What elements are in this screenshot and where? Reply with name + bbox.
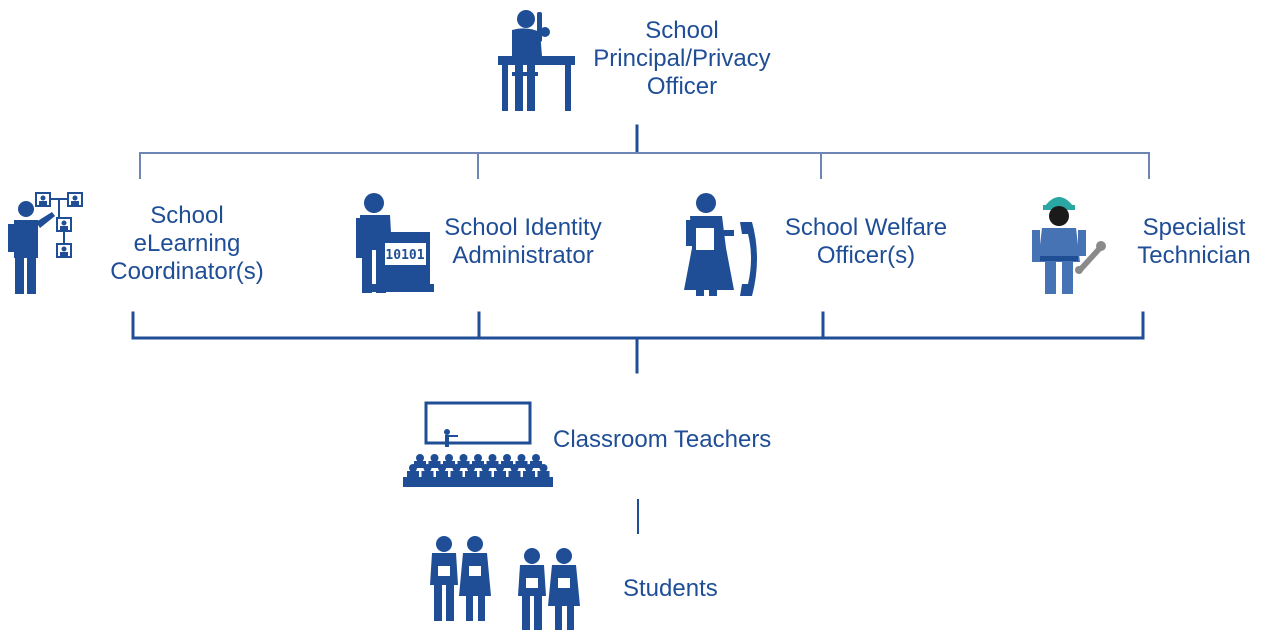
audience-body [436, 471, 448, 478]
audience-heads [407, 454, 550, 478]
principal-label-line-1: School [645, 17, 719, 44]
elearning-coordinator-label: School eLearning Coordinator(s) [92, 202, 282, 286]
audience-body [501, 461, 513, 468]
classroom-teachers-label: Classroom Teachers [553, 426, 772, 453]
audience-body [479, 471, 492, 478]
person-at-desk-icon [498, 10, 575, 111]
audience-body [508, 471, 521, 478]
audience-body [421, 471, 434, 478]
audience-body [414, 461, 426, 468]
audience-head [416, 454, 424, 462]
audience-body [486, 461, 499, 468]
technician-with-wrench-icon [1032, 197, 1106, 294]
audience-body [465, 471, 477, 478]
specialist-technician-line-1: Specialist [1142, 214, 1246, 241]
audience-body [523, 471, 535, 478]
audience-head [481, 464, 490, 472]
elearning-coordinator-line-1: School [150, 202, 224, 229]
audience-body [537, 471, 550, 478]
audience-body [472, 461, 484, 468]
person-at-binary-computer-icon: 10101 [356, 193, 434, 293]
audience-head [438, 464, 446, 472]
woman-with-phone-icon [684, 193, 757, 296]
audience-head [496, 464, 504, 472]
elearning-coordinator-line-2: eLearning [133, 230, 241, 257]
identity-administrator-line-1: School Identity [444, 214, 602, 241]
svg-text:10101: 10101 [385, 248, 424, 263]
presenter-org-chart-icon [8, 192, 83, 294]
principal-label-line-2: Principal/Privacy [593, 45, 771, 72]
audience-head [525, 464, 533, 472]
specialist-technician-label: Specialist Technician [1124, 214, 1264, 270]
audience-head [503, 454, 511, 462]
specialist-technician-line-2: Technician [1137, 242, 1251, 269]
audience-body [494, 471, 506, 478]
audience-head [517, 454, 526, 462]
identity-administrator-line-2: Administrator [452, 242, 594, 269]
audience-body [407, 471, 419, 478]
student-figure-3 [518, 548, 546, 630]
identity-administrator-label: School Identity Administrator [428, 214, 618, 270]
audience-head [430, 454, 439, 462]
audience-head [488, 454, 497, 462]
connectors [131, 124, 1150, 534]
audience-head [423, 464, 432, 472]
audience-body [457, 461, 470, 468]
classroom-icon [403, 401, 553, 487]
welfare-officer-label: School Welfare Officer(s) [766, 214, 966, 270]
elearning-coordinator-line-3: Coordinator(s) [110, 258, 264, 285]
principal-label-line-3: Officer [646, 73, 718, 100]
audience-body [515, 461, 528, 468]
audience-head [445, 454, 453, 462]
student-figure-1 [430, 536, 458, 621]
principal-label: School Principal/Privacy Officer [572, 17, 792, 101]
student-figure-4 [548, 548, 580, 630]
audience-body [450, 471, 463, 478]
audience-body [428, 461, 441, 468]
student-figure-2 [459, 536, 491, 621]
audience-body [530, 461, 542, 468]
audience-head [510, 464, 519, 472]
audience-head [409, 464, 417, 472]
students-label: Students [623, 575, 718, 602]
audience-head [467, 464, 475, 472]
welfare-officer-line-1: School Welfare [784, 214, 948, 241]
students-icon [430, 536, 580, 630]
audience-head [452, 464, 461, 472]
welfare-officer-line-2: Officer(s) [816, 242, 916, 269]
audience-head [459, 454, 468, 462]
audience-head [539, 464, 548, 472]
audience-head [474, 454, 482, 462]
audience-head [532, 454, 540, 462]
audience-body [443, 461, 455, 468]
